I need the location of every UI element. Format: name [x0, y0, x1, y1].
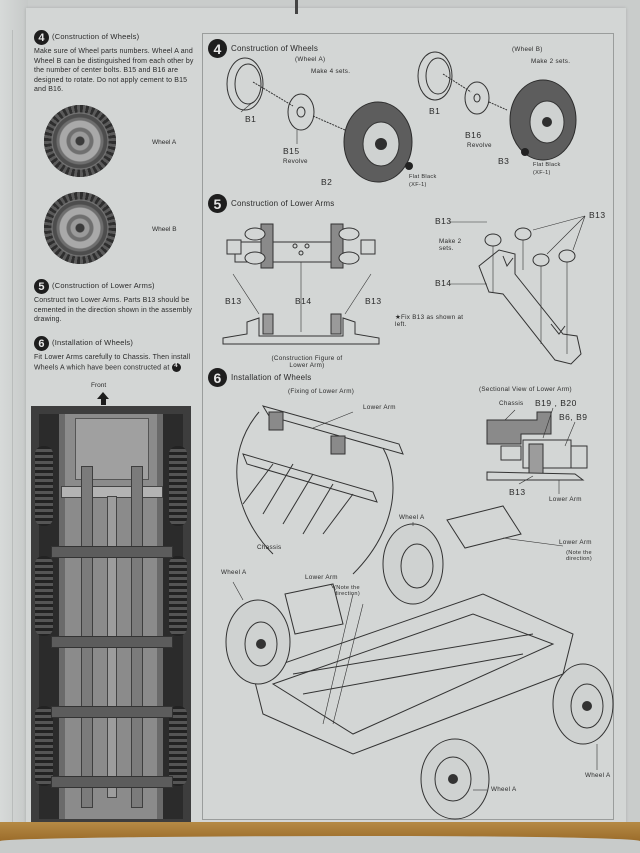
sectional-chassis: Chassis: [499, 400, 524, 407]
b16-revolve-note: Revolve: [467, 142, 492, 149]
wheel-a-paint-code: (XF-1): [409, 182, 427, 188]
binding-mark: [295, 0, 298, 14]
step6-title: (Installation of Wheels): [52, 338, 134, 348]
b15-revolve-note: Revolve: [283, 158, 308, 165]
step-ref-badge-4: 4: [171, 362, 181, 372]
wheel-b-label: Wheel B: [152, 226, 177, 233]
part-b3: B3: [498, 156, 510, 166]
exploded-b13-right: B13: [589, 210, 606, 220]
step6-heading: 6 Installation of Wheels: [208, 368, 311, 387]
wheel-b-photo: Wheel B: [34, 192, 199, 272]
step-badge-4: 4: [34, 30, 49, 45]
fix-b13-note: ★Fix B13 as shown at left.: [395, 314, 464, 328]
step-badge-5: 5: [34, 279, 49, 294]
assembly-wheels: [226, 522, 613, 819]
front-arrow-icon: [97, 392, 109, 399]
wheel-a-photo: Wheel A: [34, 105, 199, 185]
label-chassis: Chassis: [257, 544, 282, 551]
table-surface: [0, 822, 640, 853]
lower-arm-caption: (Construction Figure of Lower Arm): [271, 355, 343, 369]
step4-panel-title: Construction of Wheels: [231, 44, 319, 53]
part-b13-right: B13: [365, 296, 382, 306]
label-lower-arm-top: Lower Arm: [363, 404, 396, 411]
rim-b1-b-drawing: [418, 52, 452, 100]
part-b13-left: B13: [225, 296, 242, 306]
label-wheel-a-right: Wheel A: [585, 772, 611, 779]
tire-b2-drawing: [344, 102, 413, 182]
lower-arm-exploded-drawing: [203, 34, 613, 394]
step-badge-5-large: 5: [208, 194, 227, 213]
tire-b3-drawing: [510, 80, 576, 160]
rim-b1-drawing: [227, 58, 263, 110]
wheel-b-paint-note: Flat Black: [533, 162, 561, 168]
sectional-lower-arm: Lower Arm: [549, 496, 582, 503]
label-lower-arm-left: Lower Arm: [305, 574, 338, 581]
left-column: 4(Construction of Wheels) Make sure of W…: [34, 30, 194, 95]
wheel-a-paint-note: Flat Black: [409, 174, 437, 180]
exploded-b13-left: B13: [435, 216, 452, 226]
hub-b16-drawing: [465, 82, 489, 114]
step6-body: Fit Lower Arms carefully to Chassis. The…: [34, 354, 191, 371]
part-b19-b20: B19 , B20: [535, 398, 577, 408]
part-b1-b: B1: [429, 106, 441, 116]
exploded-b14: B14: [435, 278, 452, 288]
step-badge-6-large: 6: [208, 368, 227, 387]
label-wheel-a-bottom: Wheel A: [491, 786, 517, 793]
wheel-a-heading: (Wheel A): [295, 56, 326, 63]
wheel-b-image: [44, 192, 116, 264]
chassis-underside-photo: [31, 406, 191, 823]
fixing-lower-arm-subtitle: (Fixing of Lower Arm): [288, 388, 355, 395]
step5-body: Construct two Lower Arms. Parts B13 shou…: [34, 297, 193, 323]
sectional-view-title: (Sectional View of Lower Arm): [479, 386, 572, 393]
part-b14-center: B14: [295, 296, 312, 306]
full-assembly-drawing: [253, 506, 573, 754]
step5-panel-title: Construction of Lower Arms: [231, 199, 335, 208]
label-lower-arm-right: Lower Arm: [559, 539, 592, 546]
label-note-direction-left: (Note the direction): [333, 585, 360, 597]
step4-heading: 4 Construction of Wheels: [208, 39, 318, 58]
step6-text-section: 6(Installation of Wheels) Fit Lower Arms…: [34, 336, 194, 372]
step4-body: Make sure of Wheel parts numbers. Wheel …: [34, 48, 194, 93]
paint-dot-a: [405, 162, 413, 170]
step5-title: (Construction of Lower Arms): [52, 281, 155, 291]
lower-arm-left-part: [285, 584, 343, 634]
part-b15: B15: [283, 146, 300, 156]
step4-title: (Construction of Wheels): [52, 32, 140, 42]
step5-text-section: 5(Construction of Lower Arms) Construct …: [34, 279, 194, 325]
part-b1-a: B1: [245, 114, 257, 124]
paint-dot-b: [521, 148, 529, 156]
installation-drawings: [203, 34, 613, 819]
wheel-a-quantity: Make 4 sets.: [311, 68, 351, 75]
front-arrow-stem: [100, 398, 106, 405]
label-wheel-a-top: Wheel A: [399, 514, 425, 521]
step5-heading: 5 Construction of Lower Arms: [208, 194, 334, 213]
lower-arm-right-part: [447, 506, 521, 548]
step-badge-4-large: 4: [208, 39, 227, 58]
lower-arm-quantity: Make 2 sets.: [439, 238, 462, 252]
fixing-lower-arm-drawing: [237, 406, 403, 574]
lower-arm-construction-drawing: [203, 214, 403, 364]
wheel-b-heading: (Wheel B): [512, 46, 543, 53]
wheel-a-label: Wheel A: [152, 139, 177, 146]
wheel-b-paint-code: (XF-1): [533, 170, 551, 176]
wheel-a-image: [44, 105, 116, 177]
diagram-frame: 4 Construction of Wheels (Wheel A) Make …: [202, 33, 614, 820]
step6-panel-title: Installation of Wheels: [231, 373, 312, 382]
binding-edge: [0, 0, 28, 853]
step4-wheel-drawings: [203, 34, 613, 204]
hub-b15-drawing: [288, 94, 314, 130]
instruction-page: 4(Construction of Wheels) Make sure of W…: [26, 0, 626, 836]
sectional-b13: B13: [509, 487, 526, 497]
label-note-direction-right: (Note the direction): [565, 550, 592, 562]
front-label: Front: [91, 382, 107, 389]
label-wheel-a-left: Wheel A: [221, 569, 247, 576]
step-badge-6: 6: [34, 336, 49, 351]
part-b2: B2: [321, 177, 333, 187]
sectional-view-drawing: [487, 408, 587, 494]
part-b16: B16: [465, 130, 482, 140]
step4-text-section: 4(Construction of Wheels) Make sure of W…: [34, 30, 194, 95]
wheel-b-quantity: Make 2 sets.: [531, 58, 571, 65]
part-b6-b9: B6, B9: [559, 412, 588, 422]
